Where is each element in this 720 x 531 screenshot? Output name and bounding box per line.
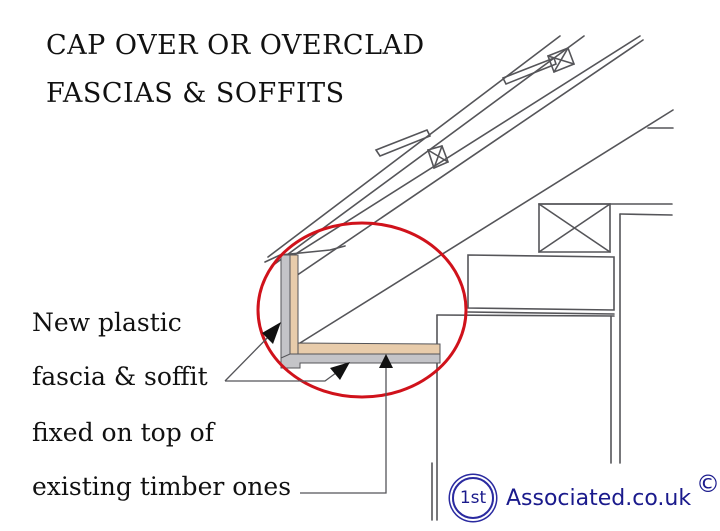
arrow-timber-icon — [379, 354, 393, 368]
tile-overlap-1 — [501, 56, 557, 86]
annotation-line-3: fixed on top of — [32, 418, 214, 447]
diagram-title-line-1: CAP OVER OR OVERCLAD — [46, 30, 425, 61]
diagram-title-line-2: FASCIAS & SOFFITS — [46, 78, 345, 109]
logo-badge-icon: 1st — [452, 477, 494, 519]
annotation-line-4: existing timber ones — [32, 472, 292, 501]
tile-overlap-2 — [374, 128, 432, 157]
rafter-underside — [299, 109, 674, 344]
arrow-soffit-icon — [330, 362, 350, 380]
arrowheads — [262, 322, 393, 380]
batten-1 — [546, 46, 576, 74]
logo-text: Associated.co.uk — [506, 485, 692, 511]
roof-tile-line-upper — [267, 35, 561, 258]
leader-line-timber — [300, 360, 387, 494]
highlight-circle — [256, 221, 468, 399]
annotation-line-1: New plastic — [32, 308, 182, 337]
annotation-line-2: fascia & soffit — [32, 362, 208, 391]
arrow-fascia-icon — [262, 322, 281, 344]
plastic-fascia-soffit — [280, 254, 441, 369]
leader-line-fascia — [224, 329, 276, 382]
wall-plate — [538, 203, 611, 253]
batten-2 — [426, 145, 450, 170]
roof-rafter-lower — [289, 39, 644, 281]
brand-logo: 1st Associated.co.uk — [452, 477, 691, 519]
ring-beam — [467, 254, 615, 311]
copyright-icon: © — [696, 470, 720, 498]
leader-line-soffit — [225, 369, 341, 382]
roof-rafter-top — [282, 35, 641, 263]
